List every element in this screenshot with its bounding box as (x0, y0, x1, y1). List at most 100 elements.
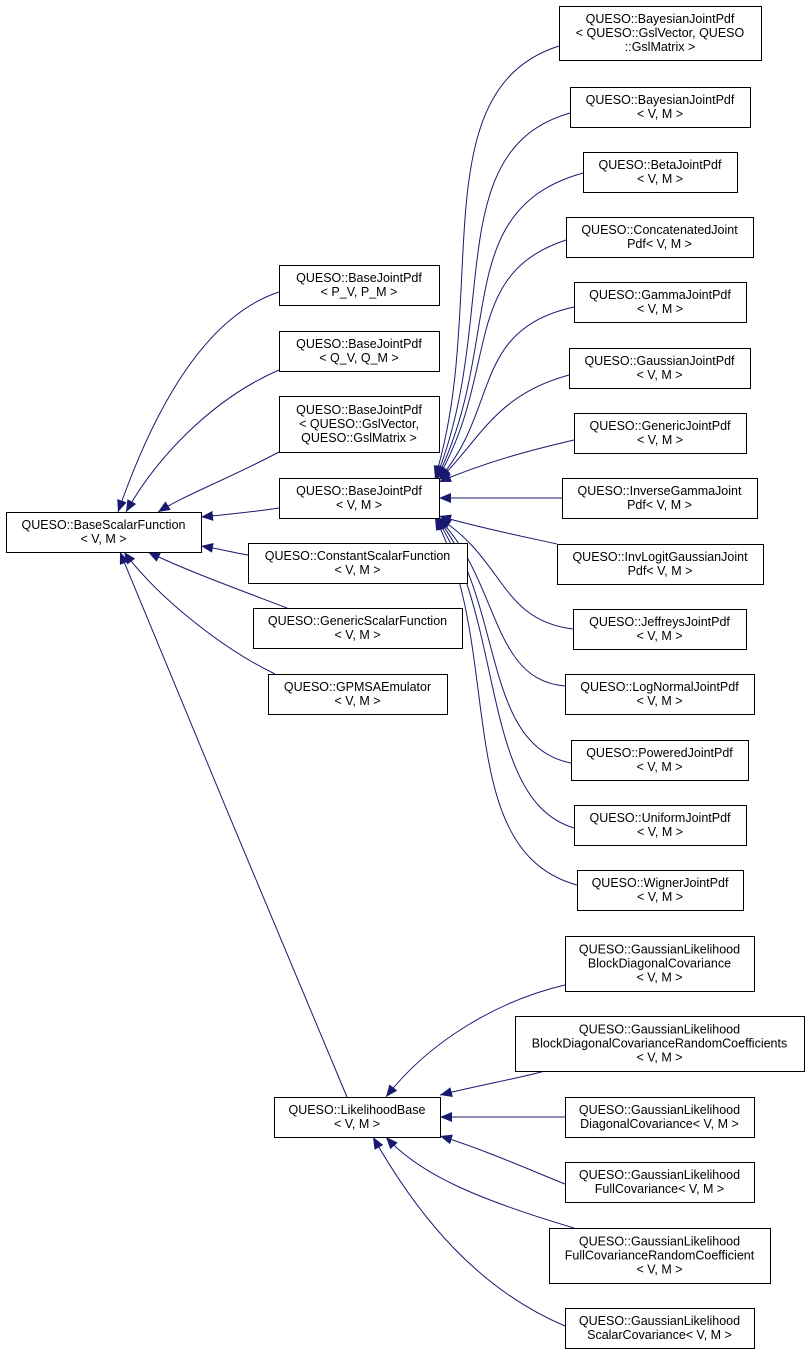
class-node-log-normal-joint-pdf[interactable]: QUESO::LogNormalJointPdf< V, M > (565, 674, 755, 715)
class-node-label-line: Pdf< V, M > (627, 498, 692, 512)
class-node-constant-scalar-function[interactable]: QUESO::ConstantScalarFunction< V, M > (248, 543, 468, 584)
class-node-label-line: QUESO::UniformJointPdf (589, 811, 731, 825)
class-node-label-line: < V, M > (636, 1263, 682, 1277)
inheritance-edge-jeffreys-joint-pdf-to-base-joint-pdf-vm (438, 517, 574, 630)
class-node-box (573, 609, 747, 650)
class-node-label-line: < V, M > (637, 302, 683, 316)
class-node-label-line: < V, M > (636, 368, 682, 382)
class-node-powered-joint-pdf[interactable]: QUESO::PoweredJointPdf< V, M > (571, 740, 749, 781)
class-node-box (569, 348, 751, 389)
class-node-beta-joint-pdf[interactable]: QUESO::BetaJointPdf< V, M > (583, 152, 738, 193)
class-node-label-line: < V, M > (334, 1117, 380, 1131)
class-node-label-line: DiagonalCovariance< V, M > (580, 1117, 739, 1131)
class-node-base-joint-pdf-vm[interactable]: QUESO::BaseJointPdf< V, M > (279, 478, 440, 519)
inheritance-edge-gl-scalar-covariance-to-likelihood-base (372, 1136, 566, 1327)
inheritance-edge-gpmsa-emulator-to-base-scalar-function (123, 551, 276, 675)
class-node-label-line: QUESO::GPMSAEmulator (284, 680, 431, 694)
class-node-label-line: QUESO::ConcatenatedJoint (581, 223, 738, 237)
class-node-label-line: BlockDiagonalCovarianceRandomCoefficient… (532, 1037, 787, 1051)
inheritance-edge-generic-scalar-function-to-base-scalar-function (147, 551, 288, 609)
class-node-box (565, 674, 755, 715)
class-node-label-line: QUESO::LogNormalJointPdf (580, 680, 739, 694)
class-node-label-line: QUESO::GslMatrix > (301, 431, 417, 445)
inheritance-edge-generic-joint-pdf-to-base-joint-pdf-vm (438, 439, 575, 483)
class-node-likelihood-base[interactable]: QUESO::LikelihoodBase< V, M > (274, 1097, 441, 1138)
class-node-box (248, 543, 468, 584)
class-node-box (574, 413, 747, 454)
class-node-box (6, 512, 202, 553)
class-node-box (583, 152, 738, 193)
class-node-bayesian-joint-pdf[interactable]: QUESO::BayesianJointPdf< V, M > (570, 87, 751, 128)
class-node-base-scalar-function[interactable]: QUESO::BaseScalarFunction< V, M > (6, 512, 202, 553)
class-node-label-line: < V, M > (334, 628, 380, 642)
inheritance-edge-gl-full-covariance-to-likelihood-base (439, 1134, 566, 1185)
class-node-label-line: < P_V, P_M > (321, 285, 398, 299)
class-node-label-line: < QUESO::GslVector, QUESO (576, 26, 745, 40)
class-node-generic-scalar-function[interactable]: QUESO::GenericScalarFunction< V, M > (253, 608, 463, 649)
class-node-label-line: QUESO::GenericScalarFunction (268, 614, 447, 628)
inheritance-edge-gl-block-diagonal-covariance-rc-to-likelihood-base (439, 1070, 546, 1097)
class-node-box (268, 674, 448, 715)
class-node-box (279, 396, 440, 453)
class-node-label-line: < V, M > (637, 890, 683, 904)
class-node-base-joint-pdf-qv-qm[interactable]: QUESO::BaseJointPdf< Q_V, Q_M > (279, 331, 440, 372)
class-node-box (574, 805, 747, 846)
inheritance-edge-beta-joint-pdf-to-base-joint-pdf-vm (436, 172, 584, 479)
class-node-generic-joint-pdf[interactable]: QUESO::GenericJointPdf< V, M > (574, 413, 747, 454)
class-node-box (577, 870, 744, 911)
class-node-label-line: < V, M > (637, 825, 683, 839)
class-node-label-line: < V, M > (336, 498, 382, 512)
class-node-label-line: QUESO::BaseJointPdf (296, 403, 422, 417)
class-node-gaussian-joint-pdf[interactable]: QUESO::GaussianJointPdf< V, M > (569, 348, 751, 389)
inheritance-edge-bayesian-joint-pdf-gsl-to-base-joint-pdf-vm (433, 45, 560, 479)
class-node-base-joint-pdf-gsl[interactable]: QUESO::BaseJointPdf< QUESO::GslVector,QU… (279, 396, 440, 453)
class-node-jeffreys-joint-pdf[interactable]: QUESO::JeffreysJointPdf< V, M > (573, 609, 747, 650)
class-node-box (253, 608, 463, 649)
class-node-base-joint-pdf-pv-pm[interactable]: QUESO::BaseJointPdf< P_V, P_M > (279, 265, 440, 306)
class-node-label-line: < QUESO::GslVector, (299, 417, 419, 431)
class-node-gpmsa-emulator[interactable]: QUESO::GPMSAEmulator< V, M > (268, 674, 448, 715)
inheritance-edge-concatenated-joint-pdf-to-base-joint-pdf-vm (437, 239, 567, 479)
class-node-wigner-joint-pdf[interactable]: QUESO::WignerJointPdf< V, M > (577, 870, 744, 911)
class-node-label-line: QUESO::InverseGammaJoint (578, 484, 742, 498)
class-node-box (565, 936, 755, 992)
class-node-label-line: QUESO::GaussianLikelihood (579, 1235, 740, 1249)
class-node-label-line: QUESO::InvLogitGaussianJoint (572, 550, 748, 564)
class-node-box (562, 478, 758, 519)
class-node-label-line: QUESO::BaseJointPdf (296, 484, 422, 498)
class-node-gamma-joint-pdf[interactable]: QUESO::GammaJointPdf< V, M > (574, 282, 747, 323)
class-node-label-line: ScalarCovariance< V, M > (587, 1328, 732, 1342)
inheritance-edge-constant-scalar-function-to-base-scalar-function (200, 542, 249, 556)
inheritance-edge-base-joint-pdf-vm-to-base-scalar-function (200, 507, 280, 521)
inheritance-edge-bayesian-joint-pdf-to-base-joint-pdf-vm (435, 112, 571, 479)
class-node-gl-diagonal-covariance[interactable]: QUESO::GaussianLikelihoodDiagonalCovaria… (565, 1097, 755, 1138)
class-node-label-line: QUESO::GaussianLikelihood (579, 1023, 740, 1037)
class-node-label-line: QUESO::BetaJointPdf (599, 158, 723, 172)
inheritance-edge-inv-logit-gaussian-joint-pdf-to-base-joint-pdf-vm (438, 514, 558, 545)
class-node-box (566, 217, 754, 258)
class-node-label-line: < V, M > (636, 629, 682, 643)
class-node-label-line: QUESO::GaussianLikelihood (579, 1314, 740, 1328)
class-node-bayesian-joint-pdf-gsl[interactable]: QUESO::BayesianJointPdf< QUESO::GslVecto… (559, 6, 762, 61)
class-node-gl-block-diagonal-covariance-rc[interactable]: QUESO::GaussianLikelihoodBlockDiagonalCo… (515, 1016, 805, 1072)
class-node-label-line: QUESO::WignerJointPdf (592, 876, 729, 890)
class-node-box (559, 6, 762, 61)
class-node-box (557, 544, 764, 585)
inheritance-edge-base-joint-pdf-gsl-to-base-scalar-function (157, 451, 280, 513)
class-node-box (571, 740, 749, 781)
class-node-gl-full-covariance[interactable]: QUESO::GaussianLikelihoodFullCovariance<… (565, 1162, 755, 1203)
class-node-uniform-joint-pdf[interactable]: QUESO::UniformJointPdf< V, M > (574, 805, 747, 846)
class-node-gl-full-covariance-rc[interactable]: QUESO::GaussianLikelihoodFullCovarianceR… (549, 1228, 771, 1284)
class-node-gl-block-diagonal-covariance[interactable]: QUESO::GaussianLikelihoodBlockDiagonalCo… (565, 936, 755, 992)
class-node-box (549, 1228, 771, 1284)
class-node-label-line: < V, M > (636, 1051, 682, 1065)
class-node-label-line: QUESO::BayesianJointPdf (586, 12, 735, 26)
class-node-gl-scalar-covariance[interactable]: QUESO::GaussianLikelihoodScalarCovarianc… (565, 1308, 755, 1349)
class-node-label-line: QUESO::GaussianLikelihood (579, 943, 740, 957)
inheritance-edge-gl-full-covariance-rc-to-likelihood-base (385, 1136, 575, 1229)
inheritance-edge-base-joint-pdf-qv-qm-to-base-scalar-function (125, 369, 280, 513)
